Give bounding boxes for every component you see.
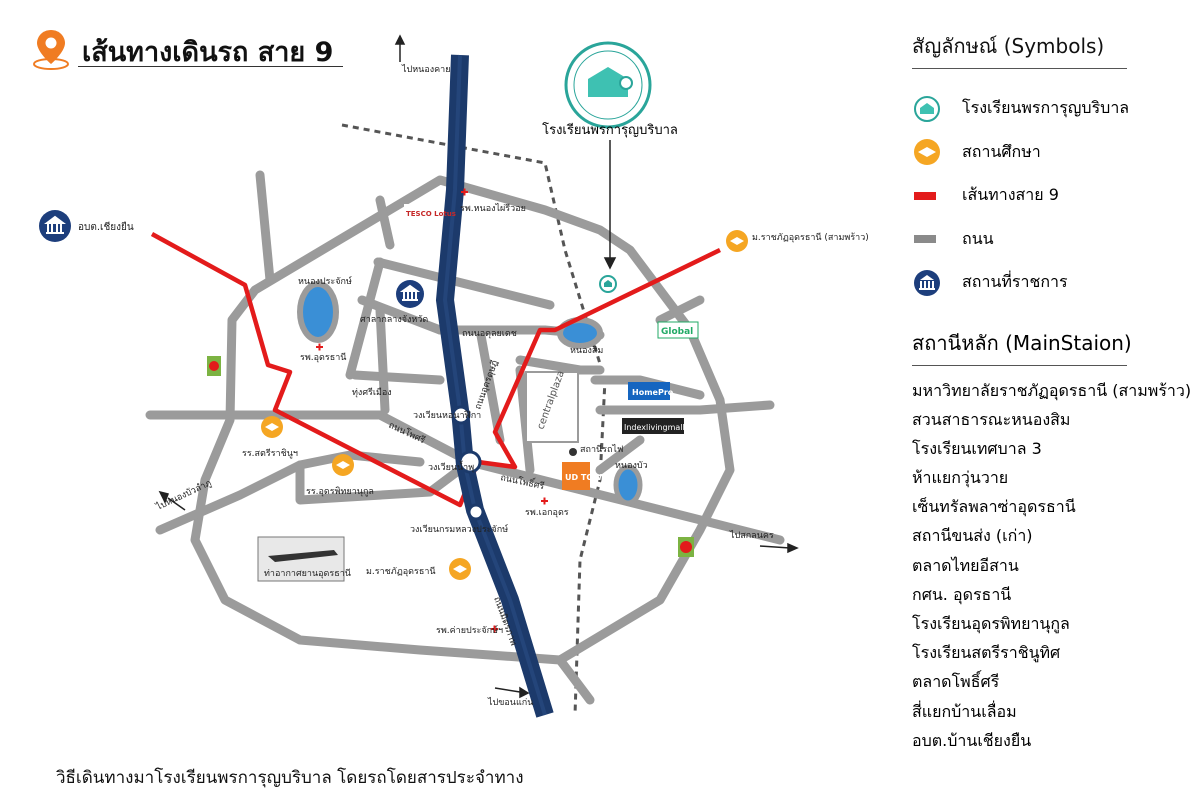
station-item: สี่แยกบ้านเลื่อม	[912, 701, 1017, 721]
label-satri: รร.สตรีราชินูฯ	[242, 448, 298, 459]
route-map: โรงเรียนพรการุญบริบาล	[39, 34, 869, 718]
station-item: โรงเรียนเทศบาล 3	[912, 438, 1042, 458]
graduation-cap-icon	[914, 139, 940, 166]
label-to-sakon: ไปสกลนคร	[729, 530, 774, 541]
station-item: ตลาดไทยอีสาน	[912, 555, 1019, 575]
label-rajabhat-samphrao: ม.ราชภัฏอุดรธานี (สามพร้าว)	[752, 232, 869, 243]
station-item: สวนสาธารณะหนองสิม	[912, 409, 1071, 429]
hospital-cross-icon	[316, 188, 548, 633]
label-nong-sim: หนองสิม	[570, 345, 603, 356]
label-tesco: TESCO Lotus	[406, 210, 456, 218]
label-index: Indexlivingmall	[624, 423, 685, 432]
school-logo-caption: โรงเรียนพรการุญบริบาล	[542, 122, 678, 138]
roundabout-fountain	[458, 450, 482, 474]
legend-heading: สัญลักษณ์ (Symbols)	[912, 34, 1105, 58]
government-building-icon	[914, 269, 940, 296]
label-nong-bua: หนองบัว	[615, 461, 648, 471]
roundabout-markers	[451, 405, 485, 521]
school-logo-icon	[564, 41, 652, 129]
store-logos	[207, 204, 699, 582]
label-circle-prajak: วงเวียนกรมหลวงประจักษ์	[410, 523, 508, 535]
lake-nong-bua	[613, 464, 643, 506]
legend-divider	[912, 68, 1127, 69]
road-line-icon	[914, 235, 936, 244]
legend-label-route: เส้นทางสาย 9	[962, 185, 1059, 205]
legend-label-school: โรงเรียนพรการุญบริบาล	[962, 98, 1130, 118]
station-item: อบต.บ้านเชียงยืน	[912, 730, 1032, 750]
legend-item-government: สถานที่ราชการ	[912, 261, 1192, 305]
label-homepro: HomePro	[632, 388, 674, 397]
station-list: มหาวิทยาลัยราชภัฏอุดรธานี (สามพร้าว) สวน…	[912, 376, 1192, 755]
label-thung-sri: ทุ่งศรีเมือง	[352, 387, 392, 398]
legend-label-government: สถานที่ราชการ	[962, 272, 1068, 292]
legend-item-education: สถานศึกษา	[912, 131, 1192, 175]
station-item: มหาวิทยาลัยราชภัฏอุดรธานี (สามพร้าว)	[912, 380, 1192, 400]
footer-caption: วิธีเดินทางมาโรงเรียนพรการุญบริบาล โดยรถ…	[56, 768, 524, 788]
station-item: ห้าแยกวุ่นวาย	[912, 468, 1009, 488]
page-title: เส้นทางเดินรถ สาย 9	[82, 37, 334, 68]
route-line-icon	[914, 191, 936, 200]
location-pin-icon	[33, 30, 69, 70]
label-ud-town: UD TOWN	[565, 473, 609, 482]
city-hall-icon	[396, 280, 424, 308]
label-global: Global	[661, 327, 693, 337]
legend-item-road: ถนน	[912, 218, 1192, 262]
legend-panel: สัญลักษณ์ (Symbols) โรงเรียนพรการุญบริบา…	[912, 30, 1192, 755]
label-hosp-army: รพ.ค่ายประจักษ์ฯ	[436, 624, 503, 636]
label-hosp-udon: รพ.อุดรธานี	[300, 352, 346, 363]
graduation-cap-icon	[261, 230, 748, 580]
label-nong-prajak: หนองประจักษ์	[298, 275, 352, 287]
label-udon-pittaya: รร.อุดรพิทยานุกูล	[306, 486, 374, 497]
label-city-hall: ศาลากลางจังหวัด	[360, 315, 428, 325]
label-circle-clock: วงเวียนหอนาฬิกา	[413, 410, 481, 421]
legend-label-education: สถานศึกษา	[962, 141, 1041, 161]
school-marker-icon	[599, 275, 617, 293]
lake-nong-prajak	[297, 281, 339, 343]
stations-heading: สถานีหลัก (MainStaion)	[912, 330, 1132, 355]
station-item: เซ็นทรัลพลาซ่าอุดรธานี	[912, 497, 1076, 517]
label-to-khonkaen: ไปขอนแก่น	[487, 697, 533, 708]
roundabout-clock-tower	[451, 405, 471, 425]
school-logo-icon	[914, 95, 940, 122]
label-hosp-aekudon: รพ.เอกอุดร	[525, 508, 569, 518]
station-item: โรงเรียนอุดรพิทยานุกูล	[912, 614, 1070, 633]
label-rajabhat: ม.ราชภัฏอุดรธานี	[366, 566, 436, 577]
station-item: กศน. อุดรธานี	[912, 584, 1012, 604]
label-rd-adunyadet: ถนนอดุลยเดช	[462, 329, 517, 339]
roundabout-prajak	[467, 503, 485, 521]
label-station: สถานีรถไฟ	[580, 444, 623, 455]
legend-item-route: เส้นทางสาย 9	[912, 174, 1192, 218]
label-circle-fountain: วงเวียนน้ำพุ	[428, 460, 474, 473]
legend-item-school: โรงเรียนพรการุญบริบาล	[912, 87, 1192, 131]
government-building-icon	[39, 210, 71, 242]
station-item: สถานีขนส่ง (เก่า)	[912, 526, 1033, 546]
station-item: โรงเรียนสตรีราชินูทิศ	[912, 643, 1061, 663]
legend-label-road: ถนน	[962, 228, 994, 248]
label-airport: ท่าอากาศยานอุดรธานี	[264, 568, 351, 579]
title-underline	[78, 66, 343, 67]
stations-divider	[912, 364, 1127, 366]
label-obt-chiangyuen: อบต.เชียงยืน	[78, 221, 134, 233]
label-hosp-nongkhai: รพ.หนองไผ่รีวอย	[460, 203, 526, 214]
direction-arrows	[158, 34, 799, 699]
label-to-nongkhai: ไปหนองคาย	[401, 64, 450, 75]
station-item: ตลาดโพธิ์ศรี	[912, 672, 1000, 692]
